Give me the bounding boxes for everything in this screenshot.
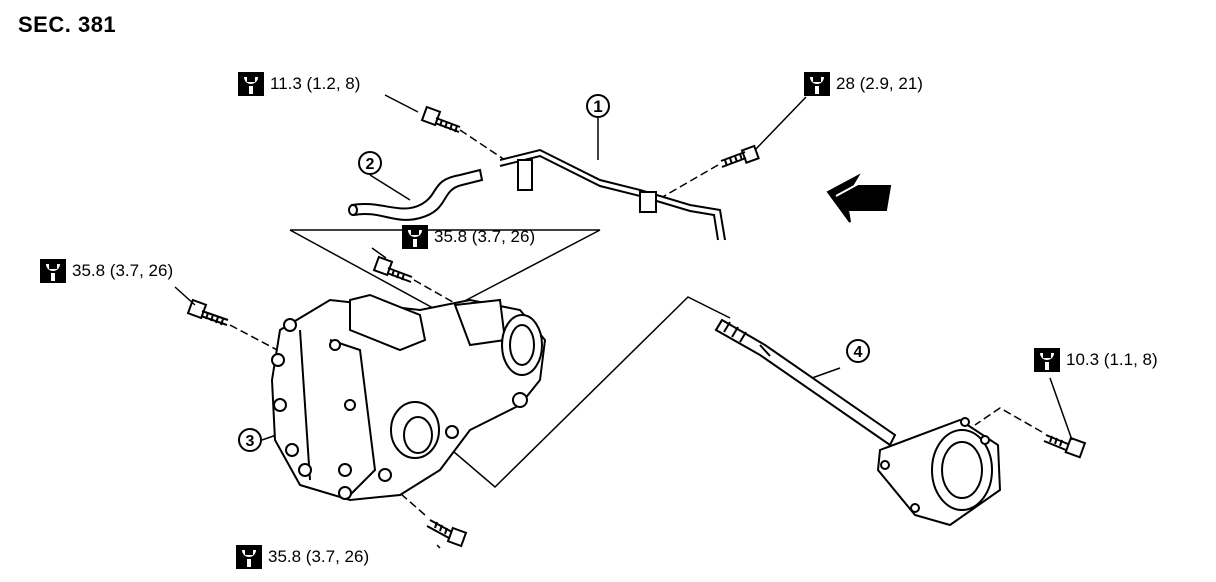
bolt-center <box>372 255 413 283</box>
torque-wrench-icon <box>40 259 66 283</box>
torque-label-t4: 35.8 (3.7, 26) <box>40 259 173 283</box>
breather-hose-2 <box>348 168 484 221</box>
torque-label-t6: 35.8 (3.7, 26) <box>236 545 369 569</box>
torque-wrench-icon <box>804 72 830 96</box>
drive-shaft-4 <box>714 318 1002 527</box>
torque-wrench-icon <box>402 225 428 249</box>
torque-value: 35.8 (3.7, 26) <box>268 547 370 566</box>
callout-3-number: 3 <box>246 433 255 450</box>
final-drive-assembly-3 <box>270 293 547 502</box>
section-title: SEC. 381 <box>18 12 117 37</box>
torque-label-t3: 35.8 (3.7, 26) <box>402 225 535 249</box>
bolt-left <box>186 298 229 326</box>
torque-wrench-icon <box>236 545 262 569</box>
torque-value: 35.8 (3.7, 26) <box>434 227 536 246</box>
torque-label-t2: 28 (2.9, 21) <box>804 72 923 96</box>
callout-2-number: 2 <box>366 156 375 173</box>
callout-1-number: 1 <box>593 97 602 116</box>
callout-1: 1 <box>586 94 610 118</box>
callout-4-number: 4 <box>854 344 863 361</box>
bolt-top-right <box>720 144 760 168</box>
front-arrow-icon <box>826 173 892 223</box>
bolt-bottom <box>426 519 468 548</box>
callout-4: 4 <box>846 339 870 363</box>
torque-value: 35.8 (3.7, 26) <box>72 261 174 280</box>
torque-value: 28 (2.9, 21) <box>836 74 923 93</box>
bolt-right <box>1043 434 1087 459</box>
callout-2: 2 <box>358 151 382 175</box>
torque-value: 10.3 (1.1, 8) <box>1066 350 1158 369</box>
bolt-top-center <box>420 105 461 133</box>
torque-wrench-icon <box>1034 348 1060 372</box>
callout-3: 3 <box>238 428 262 452</box>
torque-label-t1: 11.3 (1.2, 8) <box>238 72 360 96</box>
torque-value: 11.3 (1.2, 8) <box>270 74 361 93</box>
torque-label-t5: 10.3 (1.1, 8) <box>1034 348 1158 372</box>
breather-tube-1 <box>499 148 726 241</box>
torque-wrench-icon <box>238 72 264 96</box>
